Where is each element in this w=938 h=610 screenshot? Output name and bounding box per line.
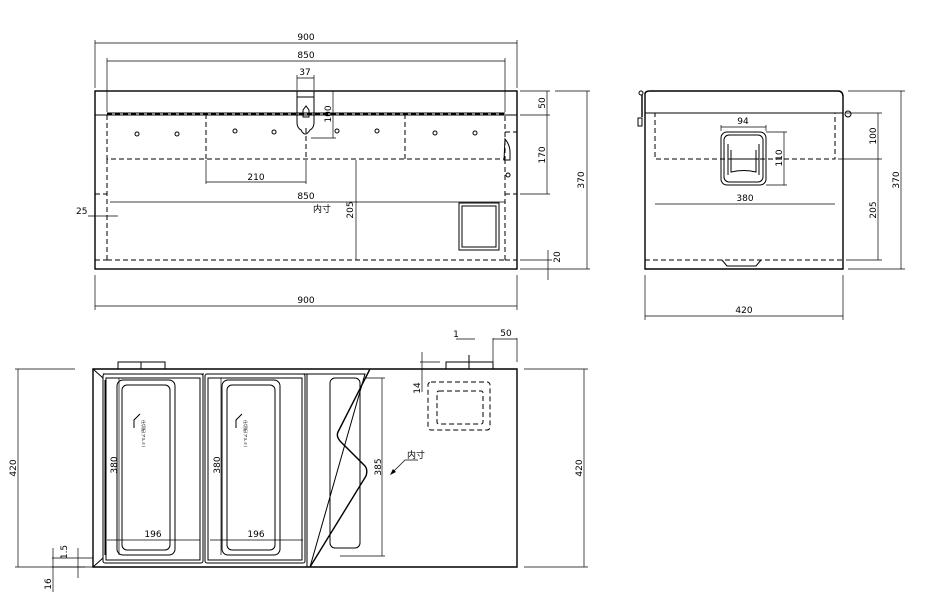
dim-37: 37	[299, 68, 310, 78]
hasp-icon	[296, 91, 315, 135]
latch-icon	[503, 137, 511, 178]
dim-420-top-left: 420	[9, 459, 19, 476]
dim-900-bottom: 900	[297, 296, 314, 306]
side-outline	[644, 90, 844, 270]
inner-dimension-label: 内寸	[313, 203, 331, 215]
handle-icon	[720, 131, 767, 186]
dim-205-side: 205	[869, 201, 879, 218]
dim-100: 100	[324, 105, 334, 122]
dim-420-side: 420	[735, 306, 752, 316]
screw-icons	[134, 128, 478, 137]
dim-16: 16	[44, 578, 54, 590]
side-view: 94 110 380 100 205 370 420	[637, 90, 905, 320]
dim-1-5: 1.5	[60, 545, 70, 559]
front-outline	[94, 90, 518, 270]
dim-380-tray1: 380	[110, 456, 120, 473]
lid-inner-dashed	[106, 113, 506, 160]
dim-900: 900	[297, 33, 314, 43]
dim-20: 20	[553, 251, 563, 263]
top-view: 仕切板(アルミ) 仕切板(アルミ) 420 420 380 380	[9, 329, 588, 592]
top-outline	[92, 368, 518, 568]
dim-110: 110	[775, 149, 785, 166]
dim-380-tray2: 380	[213, 456, 223, 473]
dim-170: 170	[538, 146, 548, 163]
dim-370-side: 370	[892, 171, 902, 188]
dim-850: 850	[297, 51, 314, 61]
dim-196-tray1: 196	[144, 530, 161, 540]
dim-370: 370	[577, 171, 587, 188]
inner-dimension-label-top: 内寸	[407, 449, 425, 461]
dim-205: 205	[346, 201, 356, 218]
dim-380: 380	[736, 194, 753, 204]
label-window	[458, 202, 500, 251]
dim-196-tray2: 196	[247, 530, 264, 540]
dim-850-inner: 850	[297, 192, 314, 202]
dim-25: 25	[76, 207, 87, 217]
inner-leader-arrow	[391, 459, 418, 474]
dim-1: 1	[453, 330, 459, 340]
tray-1: 仕切板(アルミ)	[102, 373, 204, 564]
tray-note-1: 仕切板(アルミ)	[141, 420, 147, 448]
dim-100-side: 100	[869, 127, 879, 144]
dim-210: 210	[247, 173, 264, 183]
hinge-icon	[637, 90, 852, 160]
dim-50-top: 50	[500, 329, 512, 339]
dim-420-top-right: 420	[575, 459, 585, 476]
tray-note-2: 仕切板(アルミ)	[243, 420, 249, 448]
dim-385: 385	[374, 458, 384, 475]
front-view: 900 850 37 100 210 850 内寸 205 25 50 170 …	[76, 33, 590, 310]
window-dashed-inner	[436, 390, 484, 425]
dim-94: 94	[737, 117, 749, 127]
dim-50: 50	[538, 97, 548, 109]
tray-3-cutaway	[306, 368, 371, 568]
dim-14: 14	[413, 382, 423, 394]
foot-icon	[721, 259, 762, 267]
window-dashed-outer	[427, 381, 491, 431]
